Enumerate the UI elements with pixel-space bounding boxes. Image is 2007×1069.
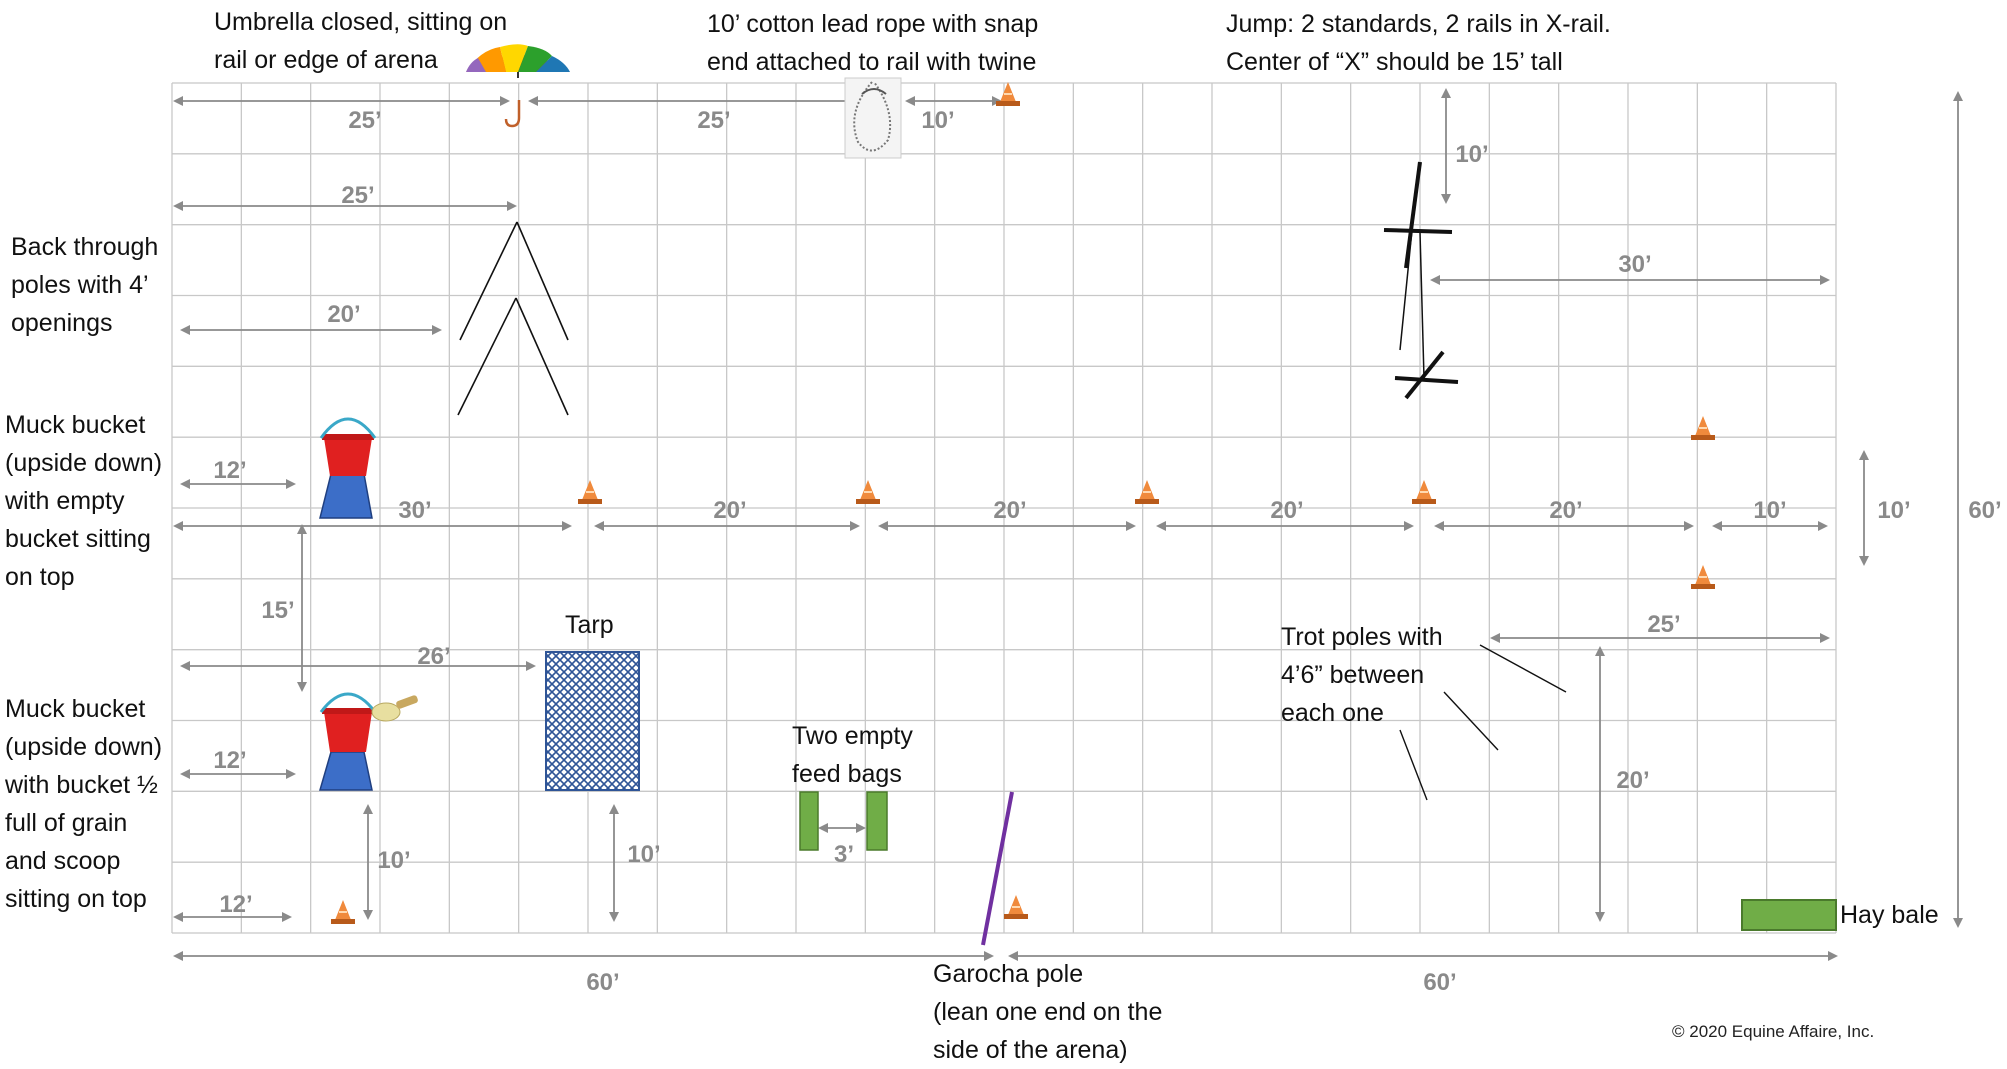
dimension-label: 10’ bbox=[1877, 497, 1910, 524]
dimension-label: 15’ bbox=[261, 597, 294, 624]
dimension-label: 25’ bbox=[341, 182, 374, 209]
scoop-icon bbox=[371, 695, 418, 722]
lead-rope-icon bbox=[844, 77, 902, 159]
tarp-icon bbox=[545, 651, 640, 791]
dimension-label: 10’ bbox=[921, 107, 954, 134]
copyright: © 2020 Equine Affaire, Inc. bbox=[1672, 1022, 1875, 1041]
hay-bale-label: Hay bale bbox=[1840, 901, 1939, 929]
feed-bag-icon bbox=[799, 791, 819, 851]
dimension-label: 25’ bbox=[697, 107, 730, 134]
cone-icon bbox=[1412, 480, 1436, 504]
dimension-label: 26’ bbox=[417, 643, 450, 670]
muck-bucket-grain-icon bbox=[319, 692, 418, 791]
dimension-label: 25’ bbox=[348, 107, 381, 134]
dimension-label: 12’ bbox=[213, 457, 246, 484]
dimension-label: 3’ bbox=[834, 841, 854, 868]
dimension-label: 20’ bbox=[1270, 497, 1303, 524]
cones bbox=[331, 82, 1715, 924]
cone-icon bbox=[1691, 565, 1715, 589]
dimension-label: 60’ bbox=[586, 969, 619, 996]
dimension-label: 10’ bbox=[1455, 141, 1488, 168]
cone-icon bbox=[856, 480, 880, 504]
jump-x-rail bbox=[1383, 161, 1459, 400]
cone-icon bbox=[996, 82, 1020, 106]
cone-icon bbox=[1691, 416, 1715, 440]
garocha-pole bbox=[981, 791, 1014, 946]
umbrella-icon bbox=[466, 44, 570, 128]
dimension-label: 20’ bbox=[1616, 767, 1649, 794]
dimension-label: 20’ bbox=[993, 497, 1026, 524]
muck-bucket-empty-icon bbox=[319, 417, 377, 519]
hay-bale-icon bbox=[1741, 899, 1837, 931]
trot-poles bbox=[1399, 644, 1567, 801]
cone-icon bbox=[1004, 895, 1028, 919]
back-through-poles bbox=[457, 221, 569, 416]
dimension-label: 10’ bbox=[377, 847, 410, 874]
dimension-label: 60’ bbox=[1423, 969, 1456, 996]
cone-icon bbox=[1135, 480, 1159, 504]
dimension-label: 60’ bbox=[1968, 497, 2001, 524]
dimension-label: 10’ bbox=[627, 841, 660, 868]
feed-bag-icon bbox=[866, 791, 888, 851]
dimension-label: 25’ bbox=[1647, 611, 1680, 638]
dimension-label: 12’ bbox=[213, 747, 246, 774]
dimension-label: 10’ bbox=[1753, 497, 1786, 524]
cone-icon bbox=[578, 480, 602, 504]
dimension-lines: 25’ 25’ 10’ 25’ 20’ 10’ 30’ 12’ 30’ 20’ 20’ 20’ 20’ 1… bbox=[173, 88, 2002, 996]
dimension-label: 12’ bbox=[219, 891, 252, 918]
dimension-label: 30’ bbox=[398, 497, 431, 524]
dimension-label: 20’ bbox=[713, 497, 746, 524]
dimension-label: 30’ bbox=[1618, 251, 1651, 278]
dimension-label: 20’ bbox=[1549, 497, 1582, 524]
jump-note: Jump: 2 standards, 2 rails in X-rail.Cen… bbox=[1226, 10, 1611, 76]
dimension-label: 20’ bbox=[327, 301, 360, 328]
tarp-label: Tarp bbox=[565, 611, 614, 639]
cone-icon bbox=[331, 900, 355, 924]
